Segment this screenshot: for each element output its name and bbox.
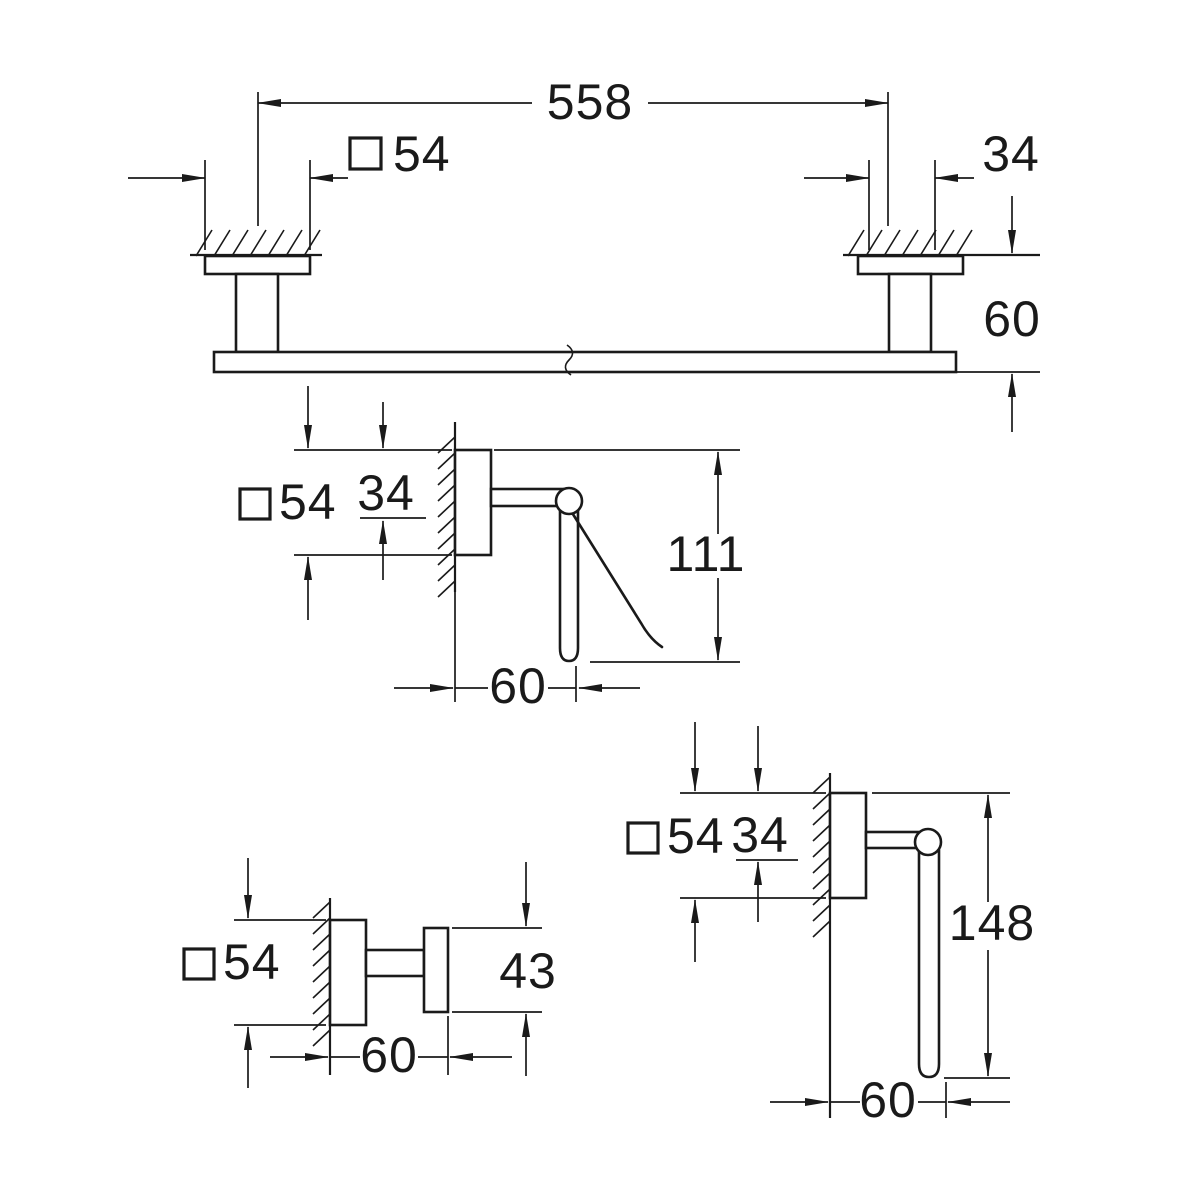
post-left — [234, 272, 280, 354]
dim-label-offset: 60 — [983, 291, 1041, 347]
dim-height: 111 — [494, 449, 745, 663]
dim-label-height: 148 — [949, 895, 1035, 951]
extension-line — [234, 919, 326, 1026]
square-dimension-symbol — [238, 487, 272, 521]
wall-hatching — [437, 436, 456, 598]
dim-rose: 54 — [238, 386, 452, 620]
dim-label-height: 43 — [499, 943, 557, 999]
wall-hatching — [847, 229, 973, 257]
dim-projection: 60 — [270, 1016, 512, 1083]
extension-line — [257, 92, 889, 226]
dim-label-rose: 54 — [279, 474, 337, 530]
dim-length: 558 — [257, 74, 889, 226]
dim-projection: 60 — [770, 1072, 1010, 1128]
dim-depth: 34 — [731, 726, 798, 922]
towel-bar-view: 558 54 34 60 — [128, 74, 1041, 432]
rose-flange-left — [203, 254, 312, 276]
dim-depth: 34 — [357, 402, 426, 580]
dim-depth: 34 — [804, 126, 1040, 250]
ring-bar — [917, 848, 941, 1079]
wall-rose — [828, 791, 868, 900]
square-dimension-symbol — [348, 136, 383, 171]
dim-label-rose: 54 — [223, 934, 281, 990]
dim-label-projection: 60 — [489, 658, 547, 714]
dim-label-depth: 34 — [357, 465, 415, 521]
hook-end-bar — [422, 926, 450, 1014]
towel-ring-view: 54 34 148 60 — [626, 722, 1035, 1128]
dim-label-rose: 54 — [667, 808, 725, 864]
wall-rose — [453, 448, 493, 557]
holder-flap — [569, 509, 664, 649]
square-dimension-symbol — [182, 947, 216, 981]
extension-line — [494, 449, 740, 663]
extension-line — [294, 449, 452, 556]
dim-label-depth: 34 — [731, 807, 789, 863]
dim-label-projection: 60 — [360, 1027, 418, 1083]
wall-hatching — [195, 229, 321, 257]
dim-label-rose: 54 — [393, 126, 451, 182]
dim-rose: 54 — [128, 126, 451, 250]
holder-arm — [489, 487, 565, 508]
pivot-joint — [913, 827, 943, 857]
dim-rose: 54 — [626, 722, 826, 962]
break-mark — [564, 344, 574, 376]
extension-line — [452, 927, 542, 1013]
dim-height: 148 — [872, 792, 1035, 1079]
pivot-joint — [554, 486, 584, 516]
dim-label-projection: 60 — [859, 1072, 917, 1128]
dim-projection: 60 — [394, 592, 640, 714]
square-dimension-symbol — [626, 821, 660, 855]
wall-rose — [328, 918, 368, 1027]
dim-offset: 60 — [983, 196, 1041, 432]
roll-holder-bar — [558, 506, 580, 663]
extension-line — [454, 592, 577, 702]
paper-holder-view: 54 34 111 60 — [238, 386, 745, 714]
rose-flange-right — [856, 254, 965, 276]
wall-hatching — [312, 901, 331, 1047]
dim-label-depth: 34 — [982, 126, 1040, 182]
wall-hatching — [812, 776, 831, 938]
ring-arm — [864, 830, 922, 850]
dim-rose: 54 — [182, 858, 326, 1088]
dim-label-length: 558 — [547, 74, 633, 130]
post-right — [887, 272, 933, 354]
extension-line — [680, 792, 826, 899]
dim-height: 43 — [452, 862, 557, 1076]
hook-view: 54 43 60 — [182, 858, 557, 1088]
extension-line — [872, 792, 1010, 1079]
dim-label-height: 111 — [666, 526, 745, 582]
towel-bar-rail — [212, 350, 958, 374]
hook-arm — [364, 948, 426, 978]
